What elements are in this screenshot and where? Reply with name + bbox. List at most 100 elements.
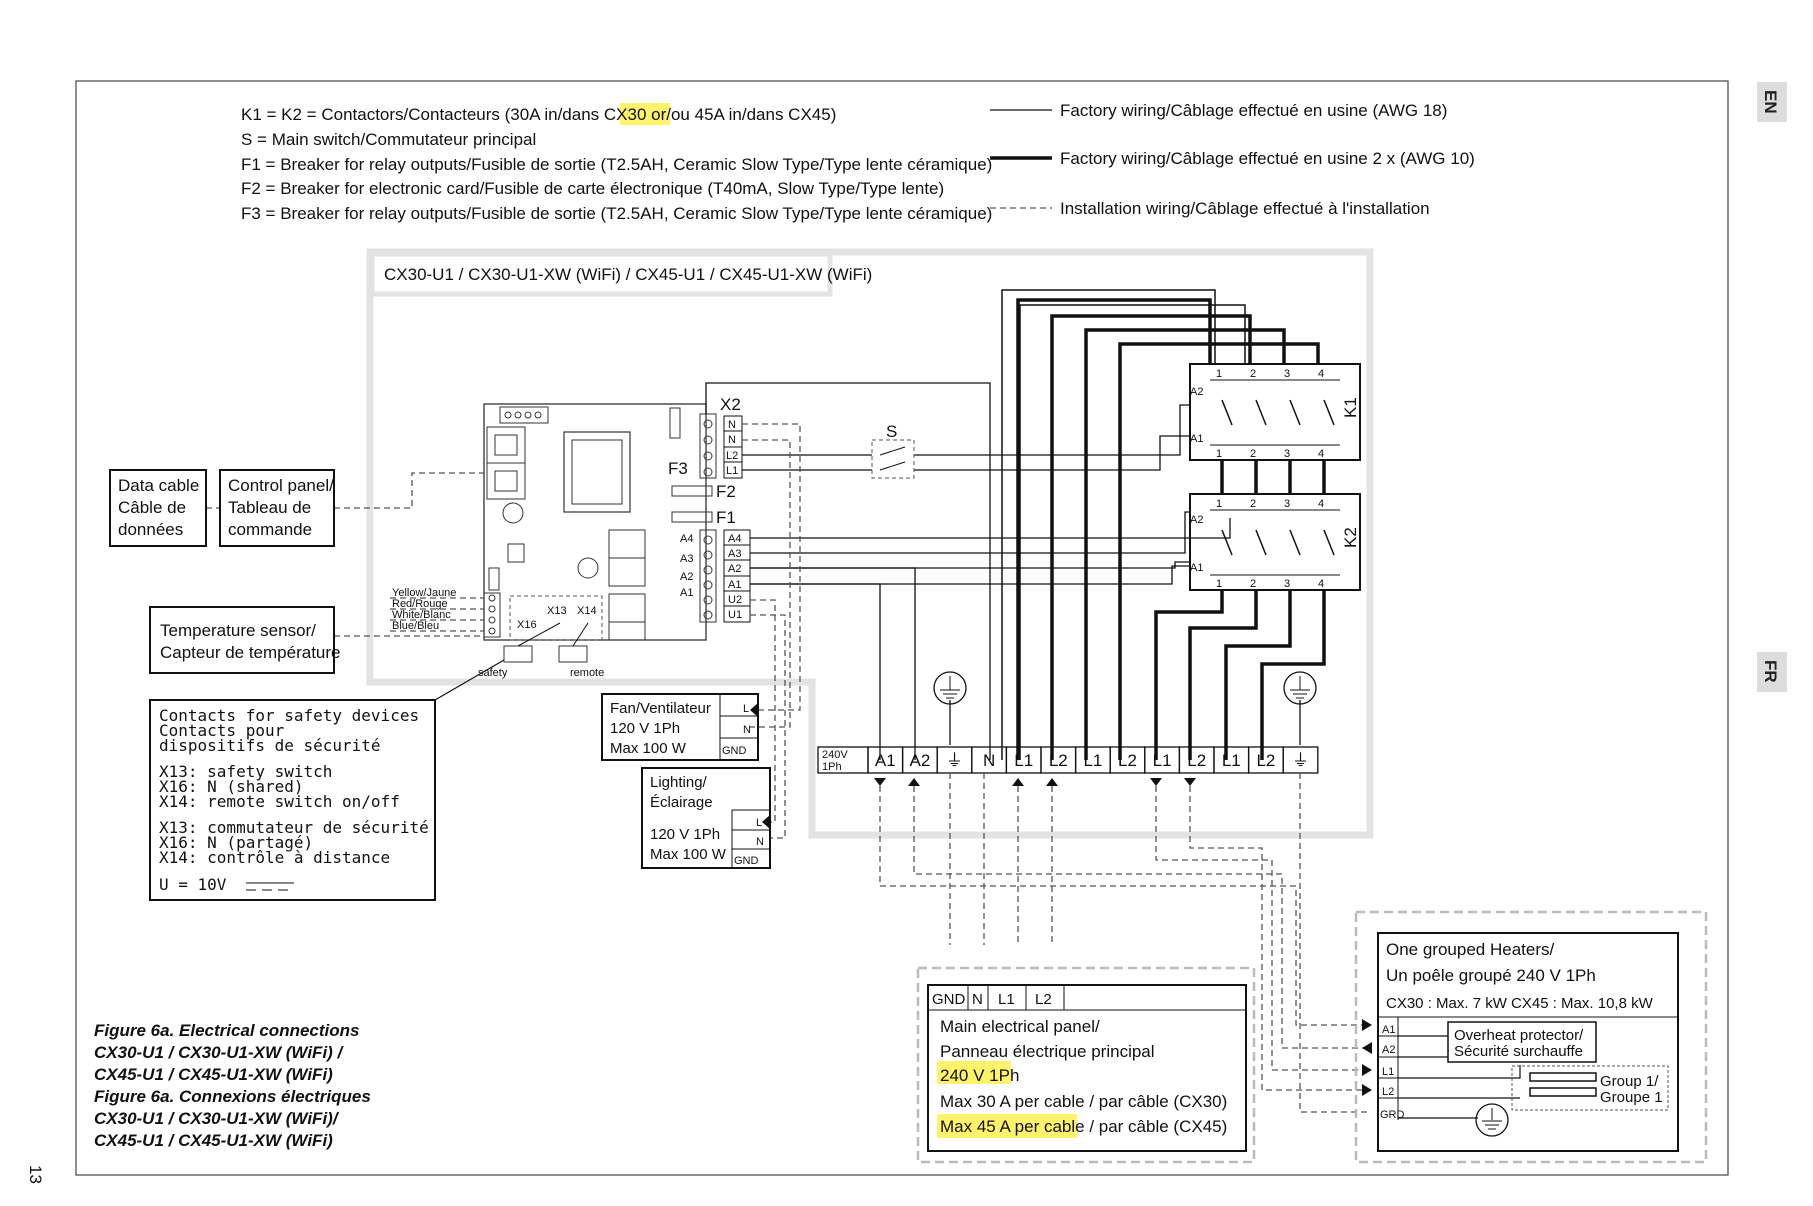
tab-en-bg	[1757, 82, 1787, 122]
group-l1: Group 1/	[1600, 1073, 1659, 1090]
ground-symbol-1	[933, 671, 967, 705]
contacts-l2: Contacts pour	[159, 721, 285, 740]
k2-label: K2	[1341, 527, 1360, 548]
fan-n-link	[742, 423, 801, 711]
temp-sensor-l2: Capteur de température	[160, 643, 341, 662]
legend-line-2: S = Main switch/Commutateur principal	[241, 130, 536, 149]
heater-pin-a1: A1	[1382, 1024, 1395, 1036]
light-l3: 120 V 1Ph	[650, 826, 720, 843]
data-cable-l2: Câble de	[118, 498, 186, 517]
wire-a2	[750, 561, 1190, 569]
wire-red: Red/Rouge	[392, 598, 448, 610]
fan-arrow	[750, 703, 758, 717]
capacitor-2	[577, 557, 599, 579]
data-cable-l3: données	[118, 520, 183, 539]
control-panel-box: Control panel/ Tableau de commande	[219, 469, 335, 547]
caption-l1: Figure 6a. Electrical connections	[94, 1021, 359, 1040]
contacts-box: Contacts for safety devices Contacts pou…	[149, 699, 436, 901]
rj-port-2	[486, 462, 526, 500]
contacts-l8: X16: N (partagé)	[159, 833, 313, 852]
k2-b1: 1	[1216, 578, 1222, 590]
safety-terminal-area	[509, 595, 603, 641]
wire-a4	[750, 518, 1231, 539]
strip-header-2: 1Ph	[822, 761, 842, 773]
wire-term-a2	[750, 567, 916, 760]
heater-l3: CX30 : Max. 7 kW CX45 : Max. 10,8 kW	[1386, 995, 1654, 1012]
unit-title-box	[369, 251, 833, 297]
wire-top-2	[1019, 304, 1246, 760]
k2-b4: 4	[1318, 578, 1324, 590]
x16-label: X16	[517, 619, 537, 631]
thick-wire-6	[1188, 590, 1258, 760]
thick-wire-8	[1260, 590, 1326, 760]
caption-l5: CX30-U1 / CX30-U1-XW (WiFi)/	[94, 1109, 340, 1128]
strip-arrows	[874, 778, 1196, 786]
k2-t2: 2	[1250, 498, 1256, 510]
highlight-240v	[937, 1061, 1011, 1084]
thick-wire-2	[1050, 314, 1252, 760]
fan-box: Fan/Ventilateur 120 V 1Ph Max 100 W L N …	[601, 693, 759, 761]
unit-frame	[366, 248, 1374, 839]
legend-line-1: K1 = K2 = Contactors/Contacteurs (30A in…	[241, 105, 836, 124]
relay-small-a1: A1	[680, 587, 693, 599]
fan-pin-l: L	[743, 703, 749, 715]
wire-x2-n	[705, 382, 991, 760]
panel-col-l2: L2	[1035, 991, 1052, 1008]
remote-label: remote	[570, 667, 604, 679]
strip-cell-label: L2	[1049, 751, 1068, 770]
legend: K1 = K2 = Contactors/Contacteurs (30A in…	[241, 101, 1475, 223]
thick-wire-7	[1224, 590, 1292, 760]
inst-wire-heat-l2	[1189, 786, 1368, 1091]
x14-label: X14	[577, 605, 597, 617]
panel-l4: Max 30 A per cable / par câble (CX30)	[940, 1092, 1227, 1111]
contactor-k1: A2 A1 1 2 3 4 1 2 3 4 K1	[1189, 363, 1361, 461]
strip-cell-label: L1	[1222, 751, 1241, 770]
group-box	[1511, 1065, 1669, 1111]
unit-title: CX30-U1 / CX30-U1-XW (WiFi) / CX45-U1 / …	[384, 265, 872, 284]
x2-pin-n2: N	[728, 434, 736, 446]
control-board: F3 F2 F1 X13 X14 X16	[483, 403, 736, 641]
main-switch-label: S	[886, 422, 897, 441]
contacts-l10: U = 10V	[159, 875, 227, 894]
x2-pin-l1: L1	[726, 465, 738, 477]
fuse-f2	[671, 485, 713, 497]
f2-label: F2	[716, 482, 736, 501]
x2-label: X2	[720, 395, 741, 414]
temp-sensor-l1: Temperature sensor/	[160, 621, 316, 640]
panel-l3: 240 V 1Ph	[940, 1066, 1019, 1085]
main-switch: S	[871, 422, 915, 479]
highlight-45a	[620, 103, 670, 125]
wire-white: White/Blanc	[392, 609, 451, 621]
fan-pin-gnd: GND	[722, 745, 747, 757]
contacts-l3: dispositifs de sécurité	[159, 736, 381, 755]
fan-l-link	[742, 439, 791, 728]
light-pin-gnd: GND	[734, 855, 759, 867]
x13-label: X13	[547, 605, 567, 617]
thick-wires	[1016, 298, 1326, 760]
k1-a2: A2	[1190, 386, 1203, 398]
k1-t2: 2	[1250, 368, 1256, 380]
relay-4	[608, 621, 646, 641]
thick-wire-5	[1154, 590, 1224, 760]
data-cable-link	[334, 472, 484, 509]
control-panel-l2: Tableau de	[228, 498, 311, 517]
relay-output-terminal: A4 A3 A2 A1 U2 U1 A4 A3 A2 A1	[680, 529, 751, 623]
k1-t1: 1	[1216, 368, 1222, 380]
legend-wiring-3: Installation wiring/Câblage effectué à l…	[1060, 199, 1430, 218]
light-pin-l: L	[756, 817, 762, 829]
strip-cell-label: L2	[1256, 751, 1275, 770]
k1-t4: 4	[1318, 368, 1324, 380]
strip-cell-label: L2	[1118, 751, 1137, 770]
page-frame	[75, 80, 1729, 1176]
k2-t4: 4	[1318, 498, 1324, 510]
relay-pin-a2: A2	[728, 563, 741, 575]
k1-b3: 3	[1284, 448, 1290, 460]
heater-pin-a2: A2	[1382, 1044, 1395, 1056]
heater-element-2	[1529, 1087, 1597, 1097]
light-pin-n: N	[756, 836, 764, 848]
contacts-l6: X14: remote switch on/off	[159, 792, 400, 811]
heater-ground-symbol	[1475, 1103, 1509, 1137]
caption-l6: CX45-U1 / CX45-U1-XW (WiFi)	[94, 1131, 333, 1150]
capacitor	[502, 502, 524, 524]
